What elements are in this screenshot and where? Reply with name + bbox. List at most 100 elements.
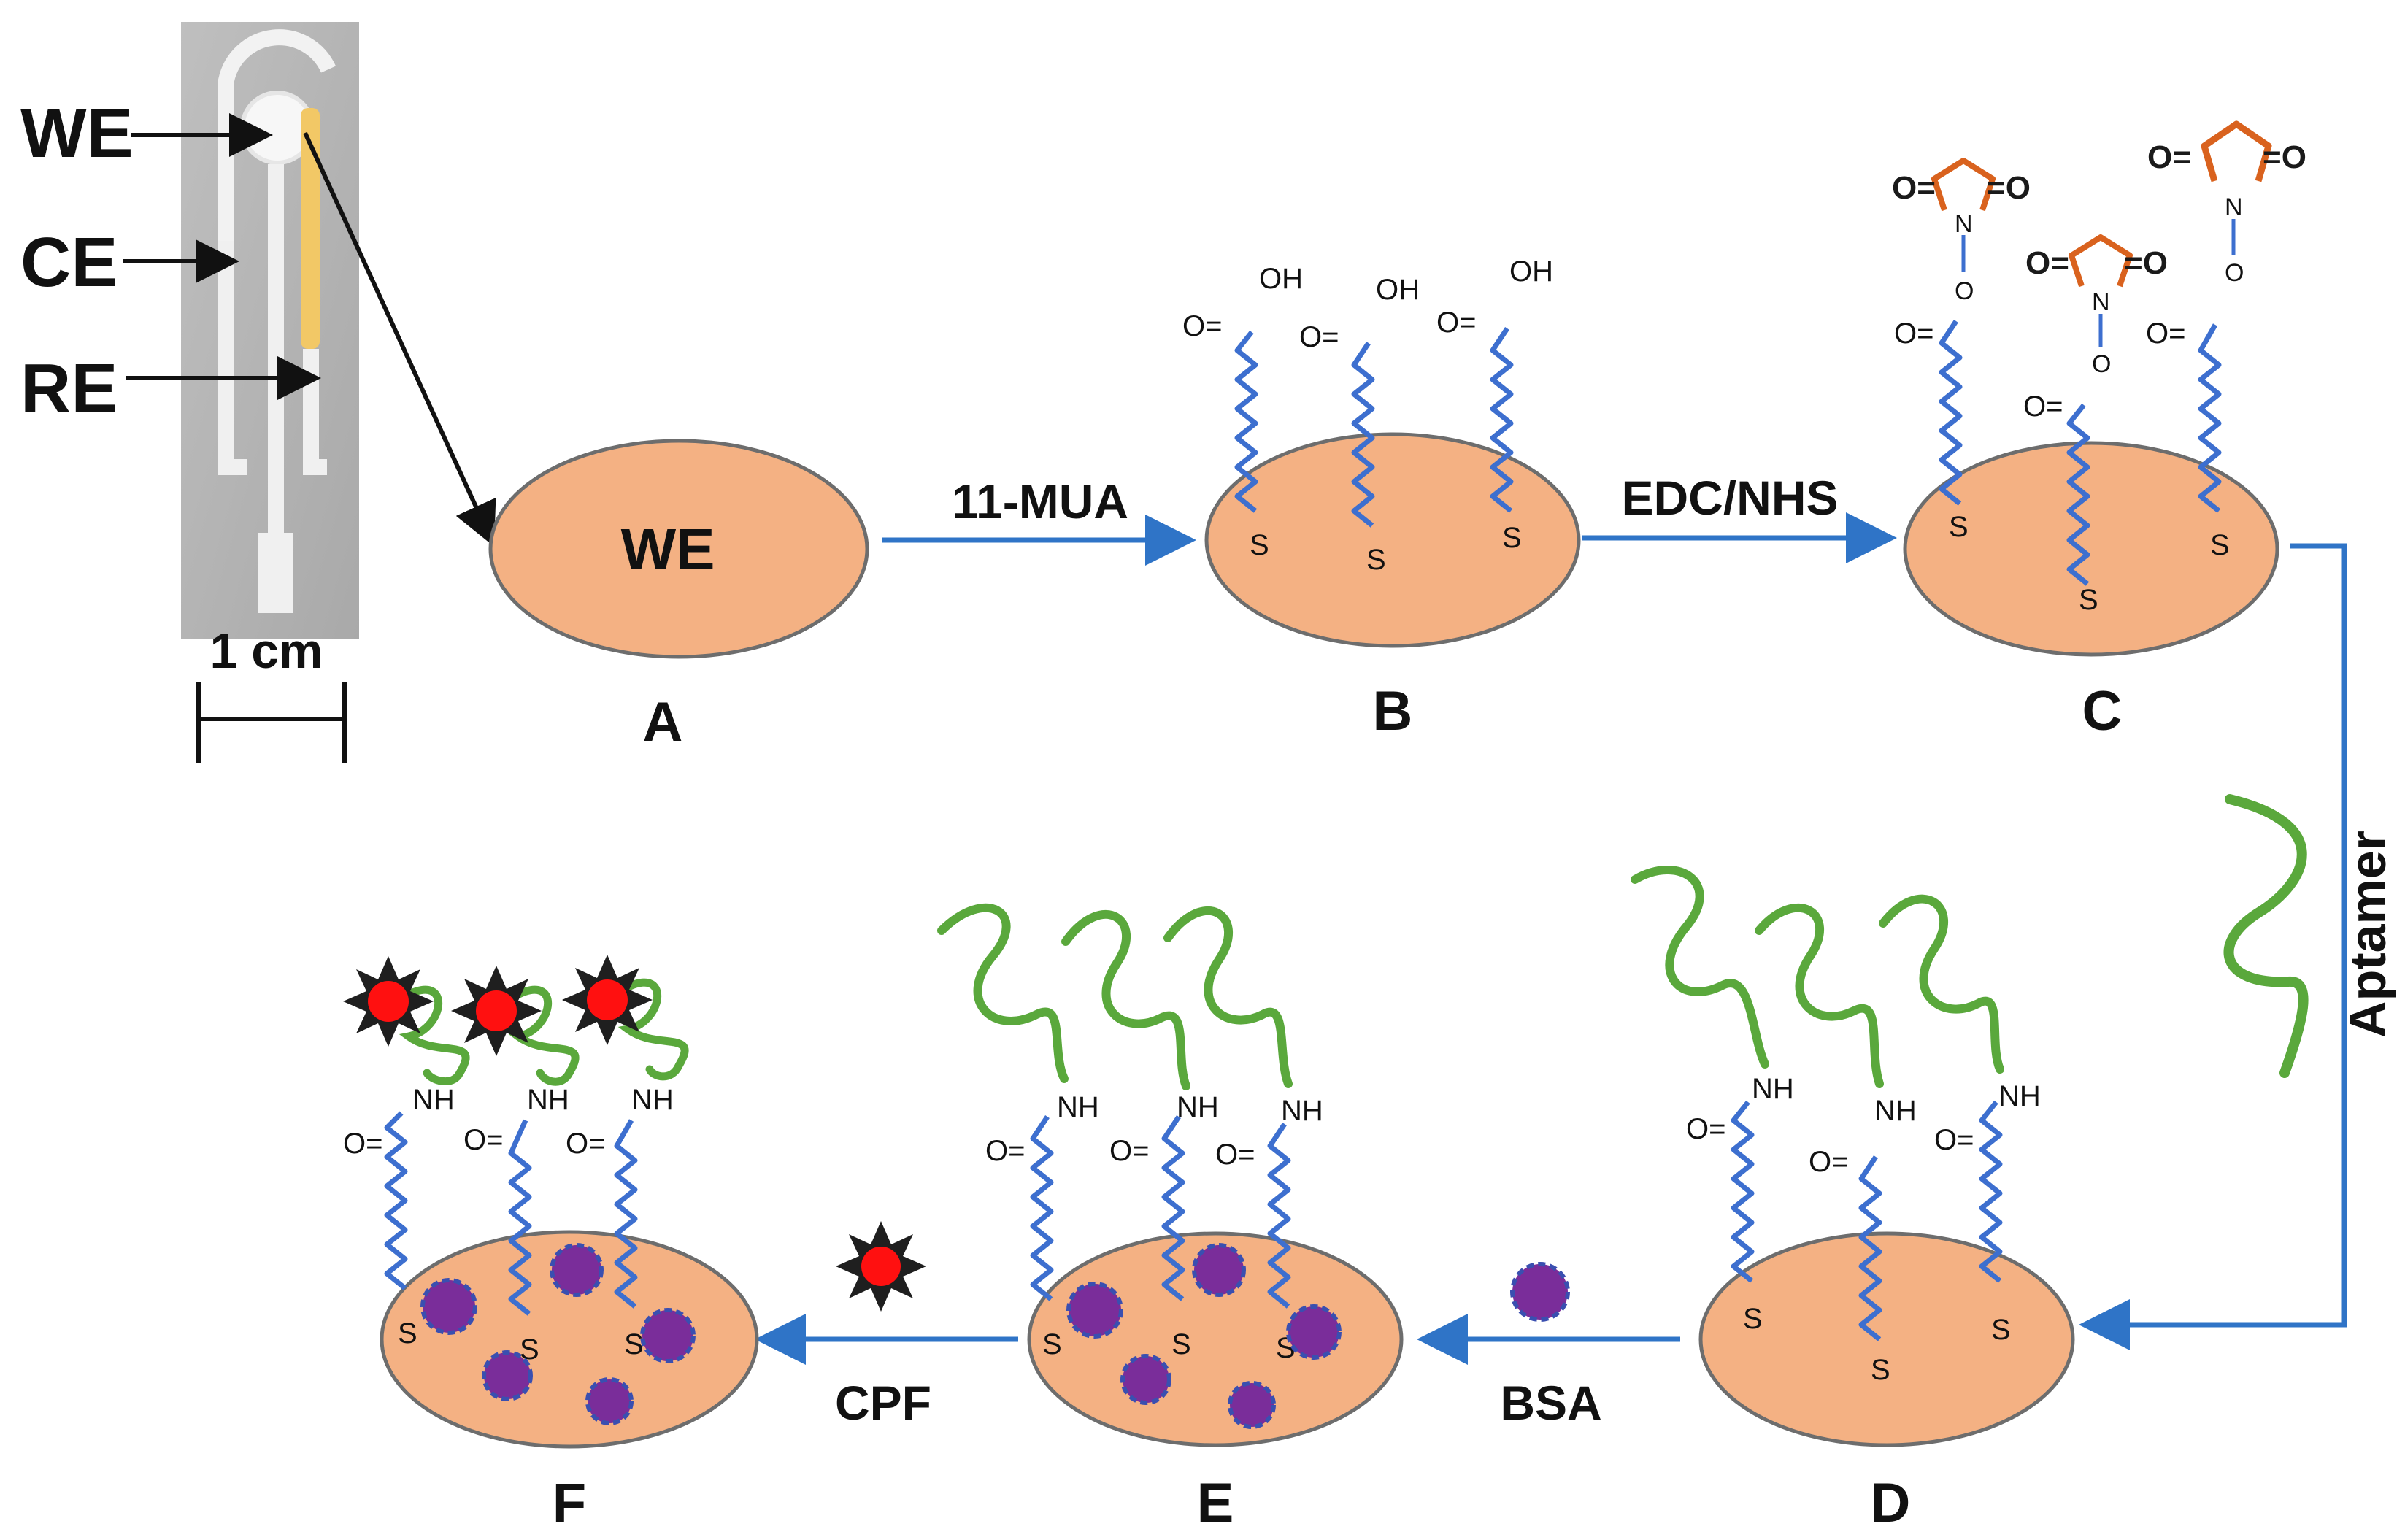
mua-chain: S O= OH [1182,263,1303,561]
carbonyl-oxygen: O= [463,1124,503,1156]
stage-letter: E [1197,1472,1234,1534]
sulfur-atom: S [1991,1314,2011,1346]
alkyl-chain [1490,327,1514,513]
alkyl-chain [508,1119,532,1316]
sulfur-atom: S [1250,529,1269,561]
cpf-molecule [562,955,653,1045]
ce-label: CE [20,223,118,301]
stage-e: S O= NH S O= NH S O= NH E [937,903,1404,1534]
aptamer-strand [508,985,580,1086]
mua-chain: S O= OH [1299,274,1420,576]
stage-letter: F [553,1472,586,1534]
electrode-ellipse [1027,1231,1404,1447]
carbonyl-oxygen: O= [2146,317,2185,350]
alkyl-chain [384,1111,408,1290]
amide-nh: NH [1998,1080,2041,1112]
carbonyl-oxygen: O= [1215,1139,1255,1171]
aptamer-strand [937,903,1069,1083]
alkyl-chain [614,1119,638,1309]
aptamer-strand [399,985,470,1086]
amide-nh: NH [631,1084,674,1116]
bsa-molecule [1510,1262,1570,1322]
amide-nh: NH [412,1084,455,1116]
stage-d: S O= NH S O= NH S O= NH D [1631,865,2075,1534]
nhs-oxygen-right: =O [2124,245,2168,281]
bsa-blocking-molecules [1066,1243,1342,1429]
carbonyl-oxygen: O= [343,1128,382,1160]
stage-letter: A [643,691,683,753]
stage-b: S O= OH S O= OH S O= OH B [1182,255,1581,742]
alkyl-chain [1161,1115,1185,1301]
nhs-nitrogen: N [1955,210,1973,238]
sulfur-atom: S [1502,522,1522,554]
sulfur-atom: S [398,1317,417,1350]
counter-electrode-arc [218,29,336,241]
hydroxyl: OH [1259,263,1303,295]
ester-oxygen: O [2092,350,2111,378]
step-arrow-d-e: BSA [1417,1262,1680,1430]
alkyl-chain [1939,320,1963,506]
step-label: 11-MUA [952,474,1128,528]
sulfur-atom: S [1743,1303,1763,1335]
amide-nh: NH [1752,1073,1794,1105]
bsa-molecule [640,1308,696,1363]
carbonyl-oxygen: O= [1436,307,1476,339]
carbonyl-oxygen: O= [1299,321,1339,353]
bsa-molecule [420,1278,477,1335]
aptamer-cpf-complex: S O= NH [562,955,689,1360]
step-arrow-c-d: Aptamer [2079,543,2396,1350]
cpf-molecule [343,956,434,1047]
bsa-molecule [1228,1381,1276,1429]
cpf-molecule [836,1221,926,1312]
aptamer-chain: S O= NH [937,903,1099,1360]
alkyl-chain [2066,403,2090,586]
nhs-ester-chain: S O= O N O= =O [2023,234,2168,616]
nhs-nitrogen: N [2225,193,2243,221]
bsa-molecule [1120,1354,1171,1405]
nhs-oxygen-left: O= [1892,170,1936,206]
sulfur-atom: S [2079,584,2098,616]
electrode-ellipse [488,439,869,659]
cpf-core [587,979,628,1020]
carbonyl-oxygen: O= [985,1135,1025,1167]
alkyl-chain [1351,342,1375,528]
stage-letter: B [1373,680,1413,742]
ester-oxygen: O [1955,277,1974,305]
amide-nh: NH [1281,1095,1323,1127]
step-label: EDC/NHS [1621,471,1838,525]
step-arrow-e-f: CPF [755,1221,1018,1430]
electrode-inner-label: WE [621,517,715,582]
ester-oxygen: O [2225,259,2244,287]
aptamer-strand [1061,909,1190,1090]
scale-bar-label: 1 cm [210,623,323,679]
step-label: BSA [1500,1376,1601,1430]
alkyl-chain [1731,1100,1755,1283]
electrode-trace-left [218,241,247,475]
amide-nh: NH [1177,1091,1219,1123]
aptamer-chain: S O= NH [1879,894,2041,1346]
nhs-oxygen-left: O= [2147,139,2191,175]
aptamer-strand [1163,906,1293,1088]
nhs-oxygen-right: =O [2263,139,2306,175]
carbonyl-oxygen: O= [1109,1135,1149,1167]
succinimide-ring [2201,120,2272,182]
electrode-ellipse [1903,441,2279,657]
alkyl-chain [1858,1155,1882,1341]
alkyl-chain [1267,1123,1291,1309]
alkyl-chain [2198,323,2222,513]
bsa-molecule [1286,1304,1342,1360]
amide-nh: NH [527,1084,569,1116]
bsa-molecule [1066,1282,1123,1339]
bsa-molecule [550,1243,604,1297]
sulfur-atom: S [1171,1328,1191,1360]
aptamer-chain: S O= NH [1163,906,1323,1364]
nhs-ester-chain: S O= O N O= =O [1892,158,2031,543]
alkyl-chain [1979,1100,2003,1283]
carbonyl-oxygen: O= [1894,317,1933,350]
electrode-ellipse [380,1230,759,1449]
aptamer-cpf-complex: S O= NH [343,956,470,1350]
alkyl-chain [1234,330,1258,513]
stage-letter: D [1871,1472,1911,1534]
nhs-oxygen-right: =O [1987,170,2031,206]
